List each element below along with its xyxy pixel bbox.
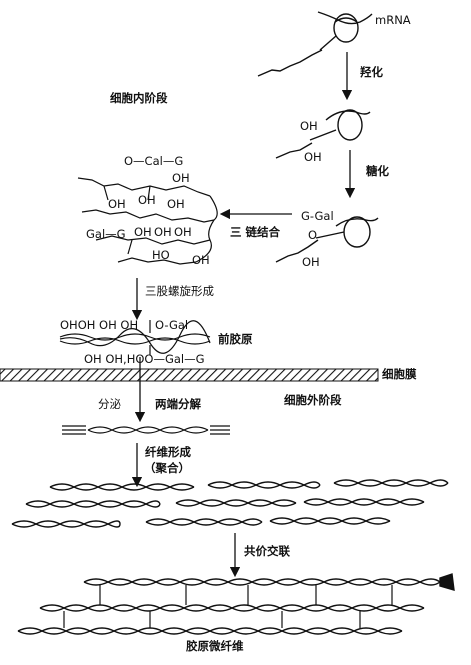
fibril <box>11 520 121 528</box>
ribosome-glycosylated <box>275 216 379 263</box>
secretion-label: 分泌 <box>98 397 121 411</box>
triple-chain-label: 三 链结合 <box>230 225 281 239</box>
oh-label: OH <box>167 197 185 211</box>
fibril-formation-label: 纤维形成 <box>145 445 191 459</box>
extracellular-stage-label: 细胞外阶段 <box>284 393 342 407</box>
procollagen-helix <box>59 320 211 355</box>
fibril <box>145 518 263 526</box>
collagen-microfibrils <box>17 573 455 635</box>
aggregated-fibrils <box>11 479 449 528</box>
oh-label: OH <box>304 150 322 164</box>
procollagen-bottom-groups: OH OH,HOO—Gal—G <box>84 352 205 366</box>
gal-g-label: Gal—G <box>86 227 126 241</box>
cleavage-label: 两端分解 <box>155 397 201 411</box>
g-gal-label: G-Gal <box>301 209 334 223</box>
oh-label: OH <box>192 253 210 267</box>
oh-label: OH <box>302 255 320 269</box>
mrna-label: mRNA <box>375 13 411 27</box>
oh-label: OH <box>172 171 190 185</box>
ho-label: HO <box>152 248 170 262</box>
hydroxylation-label: 羟化 <box>360 65 383 79</box>
ribosome-hydroxylated <box>275 109 371 159</box>
fibril <box>333 479 449 487</box>
fibril <box>175 499 297 507</box>
oh-label: OH <box>138 193 156 207</box>
procollagen-o-gal: O-Gal <box>155 318 189 332</box>
fibril <box>303 498 425 506</box>
cell-membrane <box>0 368 379 382</box>
fibril <box>175 499 297 507</box>
o-cal-g-label: O—Cal—G <box>124 154 184 168</box>
fibril <box>333 479 449 487</box>
fibril <box>269 517 391 525</box>
fibril <box>11 520 121 528</box>
procollagen-top-groups: OHOH OH OH <box>60 318 139 332</box>
fibril <box>145 518 263 526</box>
fibril <box>207 481 321 489</box>
procollagen-label: 前胶原 <box>218 332 253 346</box>
triple-helix-label: 三股螺旋形成 <box>145 284 214 298</box>
three-chain-assembly <box>77 177 218 265</box>
fibril <box>49 483 195 491</box>
o-label: O <box>308 228 318 242</box>
fibril <box>303 498 425 506</box>
cleaved-tropocollagen <box>62 425 230 435</box>
collagen-microfibril-label: 胶原微纤维 <box>186 639 244 653</box>
intracellular-stage-label: 细胞内阶段 <box>110 91 168 105</box>
glycosylation-label: 糖化 <box>366 164 389 178</box>
oh-label: OH <box>108 197 126 211</box>
oh-label: OH <box>300 119 318 133</box>
crosslinking-label: 共价交联 <box>244 544 290 558</box>
oh-label: OH <box>134 225 152 239</box>
fibril <box>25 500 161 508</box>
aggregation-label: （聚合） <box>144 461 190 475</box>
oh-label: OH <box>154 225 172 239</box>
cell-membrane-label: 细胞膜 <box>382 367 417 381</box>
fibril <box>269 517 391 525</box>
fibril <box>207 481 321 489</box>
ribosome-mrna-top <box>257 11 373 77</box>
oh-label: OH <box>174 225 192 239</box>
